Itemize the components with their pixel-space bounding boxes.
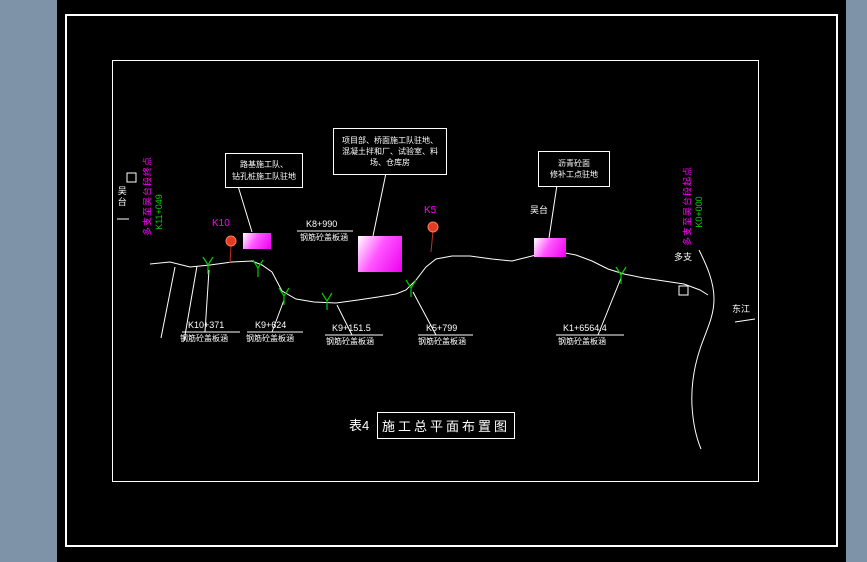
left-margin-station: K11+049 — [154, 194, 164, 230]
site-block-asphalt-camp — [534, 238, 566, 257]
k5-label: K5 — [424, 205, 437, 216]
callout-line: 场、仓库房 — [370, 158, 410, 168]
station-desc-1: 钢筋砼盖板涵 — [246, 334, 294, 343]
outer-border — [65, 14, 838, 547]
callout-line: 修补工点驻地 — [550, 170, 598, 179]
station-desc-0: 钢筋砼盖板涵 — [180, 334, 228, 343]
callout-line: 项目部、桥面施工队驻地、 — [342, 135, 438, 145]
page-title: 施工总平面布置图 — [381, 419, 510, 434]
station-desc-2: 钢筋砼盖板涵 — [326, 337, 374, 346]
side-road — [160, 265, 198, 342]
red-flag-marker-k5 — [427, 221, 439, 253]
culvert-symbols — [202, 256, 627, 310]
village-squares — [126, 172, 689, 296]
callout-line: 路基施工队、 — [240, 160, 288, 170]
station-desc-4: 钢筋砼盖板涵 — [558, 337, 606, 346]
station-label-4: K1+6564.4 — [563, 323, 607, 333]
site-block-roadbed — [243, 233, 271, 249]
place-duozhi: 多支 — [674, 252, 693, 262]
station-label-0: K10+371 — [188, 320, 225, 330]
river-line — [691, 249, 715, 450]
title-box: 施工总平面布置图 — [377, 412, 515, 439]
label-shelves — [182, 230, 624, 336]
place-dongjiang: 东江 — [732, 304, 751, 314]
callout-leaders — [237, 172, 558, 239]
callout-line: 混凝土拌和厂、试验室、料 — [342, 146, 438, 156]
place-wutai-mid: 吴台 — [530, 205, 549, 215]
callout-asphalt-repair: 沥青砼面 修补工点驻地 — [538, 151, 610, 187]
road-centerline — [149, 251, 709, 304]
station-label-2: K9+151.5 — [332, 323, 371, 333]
k10-label: K10 — [212, 218, 230, 229]
right-margin-label: 多支至吴台段起点 — [682, 165, 693, 247]
app-left-panel — [0, 0, 57, 562]
site-block-project-camp — [358, 236, 402, 272]
inner-border — [112, 60, 759, 482]
right-margin-station: K0+000 — [694, 196, 704, 228]
callout-line: 沥青砼面 — [558, 158, 590, 168]
station-leaders — [204, 269, 622, 336]
mid-station-desc: 钢筋砼盖板涵 — [300, 233, 348, 242]
mid-station-label: K8+990 — [306, 219, 338, 229]
callout-project-hq: 项目部、桥面施工队驻地、 混凝土拌和厂、试验室、料 场、仓库房 — [333, 128, 447, 175]
place-wutai-left: 吴台 — [116, 186, 127, 208]
red-flag-marker-k10 — [225, 235, 237, 264]
station-label-3: K5+799 — [426, 323, 458, 333]
tick-marks — [117, 218, 756, 323]
title-prefix: 表4 — [349, 418, 370, 433]
drawing-canvas[interactable] — [57, 0, 846, 562]
callout-line: 钻孔桩施工队驻地 — [232, 171, 296, 181]
station-desc-3: 钢筋砼盖板涵 — [418, 337, 466, 346]
callout-roadbed-crew: 路基施工队、 钻孔桩施工队驻地 — [225, 153, 303, 188]
app-right-panel — [846, 0, 867, 562]
left-margin-label: 多支至吴台段终点 — [142, 155, 153, 237]
station-label-1: K9+624 — [255, 320, 287, 330]
